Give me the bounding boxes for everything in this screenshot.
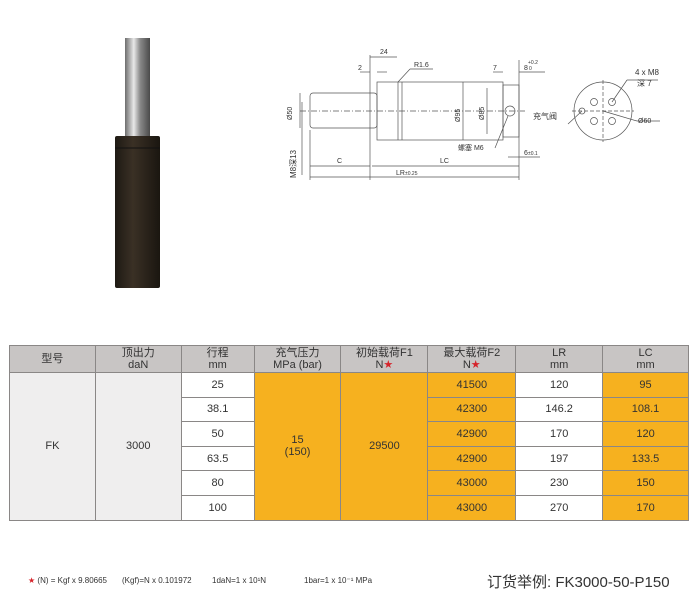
- dim-d85: Ø85: [479, 107, 486, 120]
- force-cell: 3000: [94, 372, 182, 521]
- f2-cell: 42900: [427, 421, 517, 447]
- stroke-cell: 38.1: [180, 396, 255, 423]
- stroke-cell: 63.5: [180, 445, 255, 472]
- valve-label: 充气阀: [533, 111, 557, 121]
- lr-cell: 120: [515, 372, 604, 398]
- star-icon: ★: [470, 359, 481, 371]
- column-header: 型号: [9, 345, 96, 373]
- lc-cell: 108.1: [602, 396, 689, 423]
- dim-8-tol-lower: 0: [529, 66, 532, 72]
- dim-c: C: [337, 158, 342, 165]
- lc-cell: 170: [602, 494, 689, 521]
- note-newton: ★ (N) = Kgf x 9.80665: [28, 576, 107, 585]
- dim-d60: Ø60: [638, 118, 651, 125]
- f2-cell: 41500: [427, 372, 517, 398]
- f2-cell: 43000: [427, 470, 517, 496]
- f2-cell: 42300: [427, 396, 517, 423]
- order-example: 订货举例: FK3000-50-P150: [487, 574, 670, 591]
- stroke-cell: 80: [180, 470, 255, 496]
- dim-6: 6: [524, 150, 528, 157]
- f2-cell: 42900: [427, 445, 517, 472]
- f1-cell: 29500: [340, 372, 429, 521]
- dim-7: 7: [493, 65, 497, 72]
- lc-cell: 133.5: [602, 445, 689, 472]
- cylinder-body: [115, 136, 160, 288]
- lr-cell: 197: [515, 445, 604, 472]
- star-icon: ★: [28, 576, 36, 585]
- note-dan: 1daN=1 x 10¹N: [212, 576, 267, 585]
- lr-cell: 230: [515, 470, 604, 496]
- dim-lc: LC: [440, 158, 449, 165]
- lr-cell: 170: [515, 421, 604, 447]
- holes-label: 4 x M8: [635, 68, 660, 77]
- lr-cell: 146.2: [515, 396, 604, 423]
- dim-lr-tol: ±0.25: [405, 171, 418, 177]
- dim-d95: Ø95: [455, 109, 462, 122]
- model-cell: FK: [9, 372, 96, 521]
- note-kgf: (Kgf)=N x 0.101972: [122, 576, 192, 585]
- note-bar: 1bar=1 x 10⁻¹ MPa: [304, 576, 373, 585]
- dim-2: 2: [358, 65, 362, 72]
- lc-cell: 95: [602, 372, 689, 398]
- hole-depth-label: 深 7: [637, 79, 652, 88]
- dim-6-tol: ±0.1: [528, 151, 538, 157]
- lc-cell: 150: [602, 470, 689, 496]
- dim-8: 8: [524, 65, 528, 72]
- dim-r16: R1.6: [414, 62, 429, 69]
- lc-cell: 120: [602, 421, 689, 447]
- dim-8-tol-upper: +0.2: [528, 60, 538, 66]
- m8-thread-depth: M8深13: [289, 149, 298, 178]
- plug-label: 螺塞 M6: [458, 143, 484, 152]
- dim-24: 24: [380, 49, 388, 56]
- piston-rod: [125, 38, 150, 138]
- pressure-cell: 15(150): [253, 372, 342, 521]
- f2-cell: 43000: [427, 494, 517, 521]
- star-icon: ★: [383, 359, 394, 371]
- stroke-cell: 25: [180, 372, 255, 398]
- dim-lr: LR: [396, 170, 405, 177]
- lr-cell: 270: [515, 494, 604, 521]
- dim-d50: Ø50: [287, 107, 294, 120]
- stroke-cell: 50: [180, 421, 255, 447]
- stroke-cell: 100: [180, 494, 255, 521]
